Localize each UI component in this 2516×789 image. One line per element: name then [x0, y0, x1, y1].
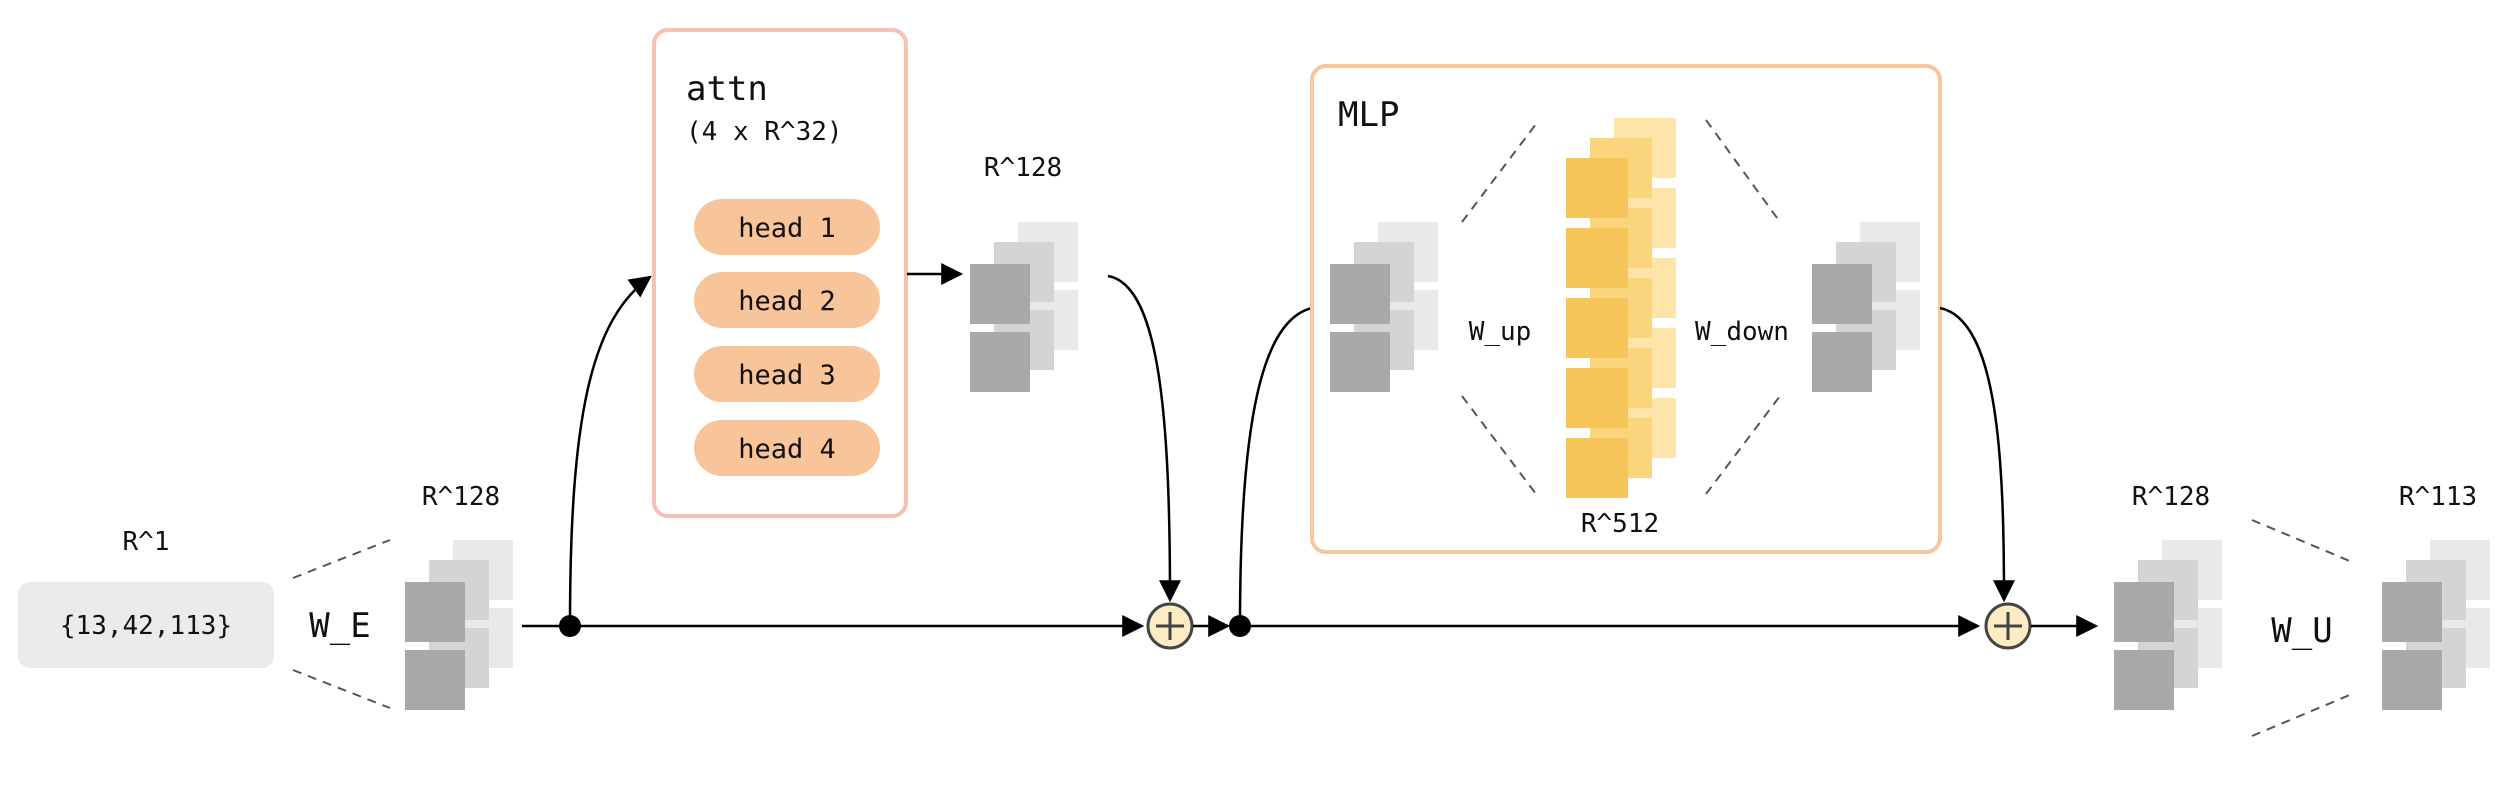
output-dim-label: R^113: [2399, 482, 2477, 512]
wdown-dashed-upper: [1705, 119, 1781, 223]
attn-output-vector-stack: [970, 222, 1078, 392]
wup-dashed-lower: [1461, 395, 1537, 495]
attn-subtitle: (4 x R^32): [686, 117, 843, 147]
attn-head-4: [694, 420, 880, 476]
attn-input-arrow: [568, 275, 652, 627]
embed-dim-label: R^128: [422, 482, 500, 512]
final-residual-vector-stack: [2114, 540, 2222, 710]
mlp-input-curve: [1238, 306, 1313, 627]
attn-head-2: [694, 272, 880, 328]
attn-head-3: [694, 346, 880, 402]
embed-weight-label: W_E: [309, 606, 370, 646]
mlp-to-residual-arrow: [1939, 306, 2015, 603]
input-dim-label: R^1: [123, 527, 170, 557]
output-logits-vector-stack: [2382, 540, 2490, 710]
embed-dashed-lower: [292, 669, 391, 709]
attn-out-dim-label: R^128: [984, 153, 1062, 183]
wdown-label: W_down: [1695, 317, 1789, 347]
attn-head-1-label: head 1: [738, 213, 836, 244]
wdown-dashed-lower: [1705, 395, 1781, 495]
input-token-set: {13,42,113}: [60, 611, 232, 641]
unembed-dashed-upper: [2251, 519, 2353, 563]
hidden-layer-stack: [1566, 118, 1676, 498]
attn-head-2-label: head 2: [738, 286, 836, 317]
embed-dashed-upper: [292, 539, 391, 579]
hidden-dim-label: R^512: [1581, 509, 1659, 539]
mlp-title: MLP: [1338, 95, 1399, 135]
unembed-dashed-lower: [2251, 693, 2353, 737]
wup-dashed-upper: [1461, 123, 1537, 223]
unembed-weight-label: W_U: [2271, 611, 2332, 651]
attn-to-residual-arrow: [1107, 274, 1181, 603]
attn-head-4-label: head 4: [738, 434, 836, 465]
input-token-box: [18, 582, 274, 668]
attn-head-3-label: head 3: [738, 360, 836, 391]
wup-label: W_up: [1469, 317, 1532, 347]
final-dim-label: R^128: [2132, 482, 2210, 512]
attn-title: attn: [686, 69, 768, 109]
embedding-vector-stack: [405, 540, 513, 710]
attn-head-1: [694, 199, 880, 255]
